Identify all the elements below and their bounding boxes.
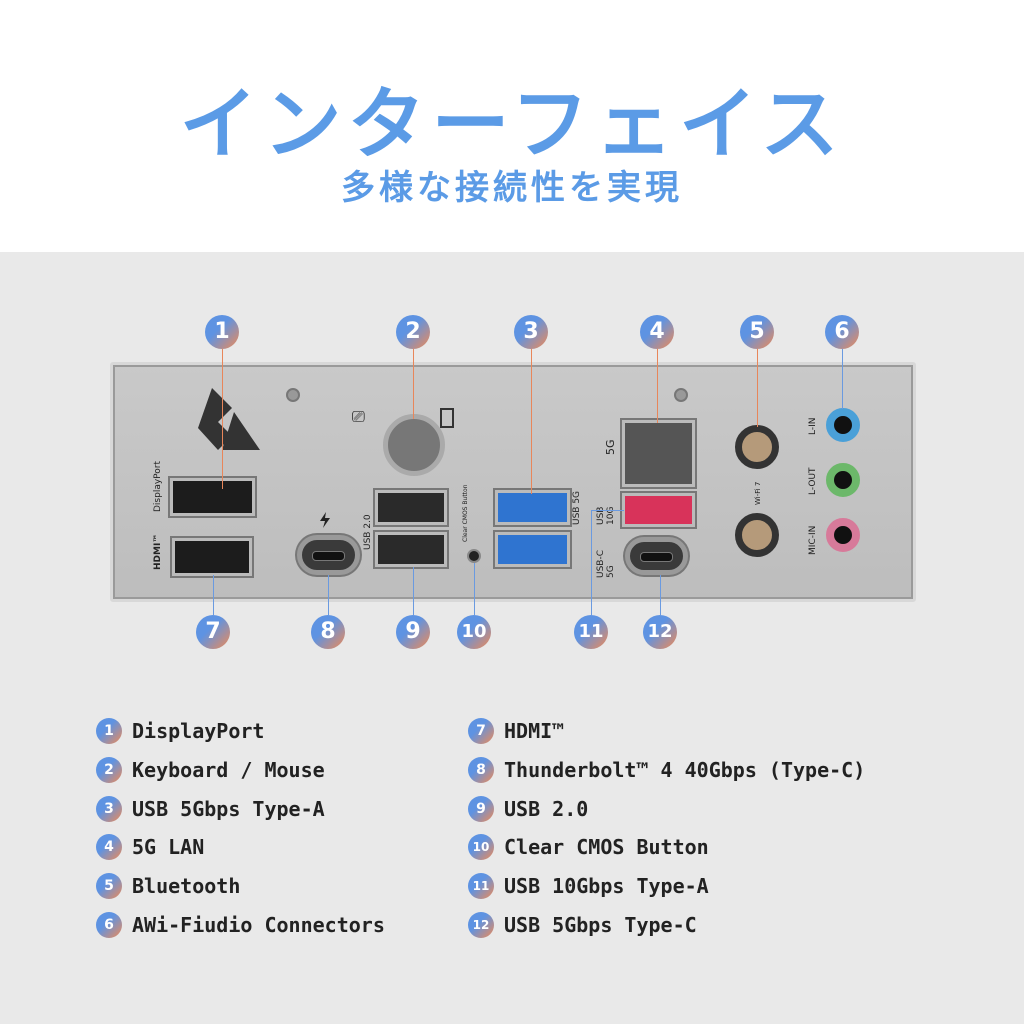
legend-item: 9 USB 2.0 xyxy=(468,794,588,824)
marker-1: 1 xyxy=(205,315,239,349)
marker-2: 2 xyxy=(396,315,430,349)
legend-label: USB 5Gbps Type-C xyxy=(504,913,697,937)
label-wifi: Wi-Fi 7 xyxy=(754,481,762,505)
legend-item: 10 Clear CMOS Button xyxy=(468,832,709,862)
leader-line xyxy=(222,349,223,489)
legend-item: 8 Thunderbolt™ 4 40Gbps (Type-C) xyxy=(468,755,865,785)
brand-logo-icon xyxy=(198,388,260,450)
keyboard-icon xyxy=(440,408,454,428)
mouse-icon: ⎚ xyxy=(352,407,365,426)
legend-item: 12 USB 5Gbps Type-C xyxy=(468,910,697,940)
page-title: インターフェイス xyxy=(179,80,845,170)
page-subtitle: 多様な接続性を実現 xyxy=(341,168,683,208)
leader-line xyxy=(213,575,214,615)
legend-label: 5G LAN xyxy=(132,835,205,860)
label-hdmi: HDMI™ xyxy=(153,533,163,570)
marker-8: 8 xyxy=(311,615,345,649)
marker-11: 11 xyxy=(574,615,608,649)
leader-line xyxy=(842,349,843,409)
legend-item: 2 Keyboard / Mouse xyxy=(96,755,325,785)
leader-line xyxy=(660,575,661,615)
legend-label: USB 2.0 xyxy=(504,796,589,821)
line-in-jack xyxy=(826,408,860,442)
thunderbolt-icon xyxy=(320,512,330,528)
legend-item: 6 AWi-Fiudio Connectors xyxy=(96,910,385,940)
usb20-port xyxy=(375,490,447,525)
marker-3: 3 xyxy=(514,315,548,349)
legend-item: 1 DisplayPort xyxy=(96,716,264,746)
screw-icon xyxy=(286,388,300,402)
legend-number: 10 xyxy=(468,834,494,861)
marker-4: 4 xyxy=(640,315,674,349)
leader-line xyxy=(531,349,532,494)
legend-label: HDMI™ xyxy=(504,719,565,743)
label-lan: 5G xyxy=(604,439,617,455)
label-clear-cmos: Clear CMOS Button xyxy=(462,484,469,542)
legend-label: AWi-Fiudio Connectors xyxy=(132,913,385,937)
label-line-out: L-OUT xyxy=(808,467,818,495)
line-out-jack xyxy=(826,463,860,497)
marker-9: 9 xyxy=(396,615,430,649)
legend-item: 4 5G LAN xyxy=(96,832,204,862)
legend-number: 6 xyxy=(96,912,122,938)
legend-number: 3 xyxy=(96,795,122,822)
header-area xyxy=(0,0,1024,252)
legend-label: Thunderbolt™ 4 40Gbps (Type-C) xyxy=(504,757,866,782)
marker-12: 12 xyxy=(643,615,677,649)
leader-line xyxy=(591,510,592,615)
hdmi-port xyxy=(172,538,252,576)
screw-icon xyxy=(674,388,688,402)
leader-line xyxy=(757,349,758,427)
usb10g-port xyxy=(622,493,695,527)
label-usb20: USB 2.0 xyxy=(363,514,373,550)
usb5g-port xyxy=(495,490,570,525)
legend-label: Clear CMOS Button xyxy=(504,835,709,860)
legend-number: 11 xyxy=(468,873,494,900)
leader-line xyxy=(474,563,475,615)
leader-line xyxy=(657,349,658,423)
marker-5: 5 xyxy=(740,315,774,349)
marker-6: 6 xyxy=(825,315,859,349)
clear-cmos-button[interactable] xyxy=(467,549,481,563)
usb5g-port xyxy=(495,532,570,567)
wifi-antenna-connector xyxy=(735,513,779,557)
usbc-5g-port xyxy=(625,537,688,575)
displayport-port xyxy=(170,478,255,516)
label-displayport: DisplayPort xyxy=(153,460,163,512)
legend-number: 4 xyxy=(96,834,122,861)
label-line-in: L-IN xyxy=(808,417,818,436)
leader-line xyxy=(413,567,414,615)
marker-10: 10 xyxy=(457,615,491,649)
legend-label: Keyboard / Mouse xyxy=(132,757,325,782)
legend-item: 11 USB 10Gbps Type-A xyxy=(468,871,709,901)
legend-item: 7 HDMI™ xyxy=(468,716,564,746)
leader-line xyxy=(413,349,414,419)
label-mic-in: MIC-IN xyxy=(808,525,818,555)
legend-label: DisplayPort xyxy=(132,719,265,743)
thunderbolt-port xyxy=(297,535,360,575)
legend-label: USB 5Gbps Type-A xyxy=(132,796,325,821)
legend-number: 8 xyxy=(468,756,494,783)
marker-7: 7 xyxy=(196,615,230,649)
wifi-antenna-connector xyxy=(735,425,779,469)
legend-number: 5 xyxy=(96,873,122,900)
legend-number: 2 xyxy=(96,756,122,783)
label-usbc5g: USB-C 5G xyxy=(596,549,616,578)
legend-item: 3 USB 5Gbps Type-A xyxy=(96,794,325,824)
mic-in-jack xyxy=(826,518,860,552)
legend-number: 1 xyxy=(96,718,122,744)
leader-line xyxy=(328,575,329,615)
label-usb5g: USB 5G xyxy=(572,490,582,525)
legend-label: Bluetooth xyxy=(132,874,241,899)
leader-line xyxy=(591,510,624,511)
legend-number: 9 xyxy=(468,795,494,822)
legend-item: 5 Bluetooth xyxy=(96,871,240,901)
usb20-port xyxy=(375,532,447,567)
ps2-port xyxy=(383,414,445,476)
legend-number: 12 xyxy=(468,912,494,938)
legend-label: USB 10Gbps Type-A xyxy=(504,874,709,899)
legend-number: 7 xyxy=(468,718,494,744)
lan-port xyxy=(622,420,695,487)
